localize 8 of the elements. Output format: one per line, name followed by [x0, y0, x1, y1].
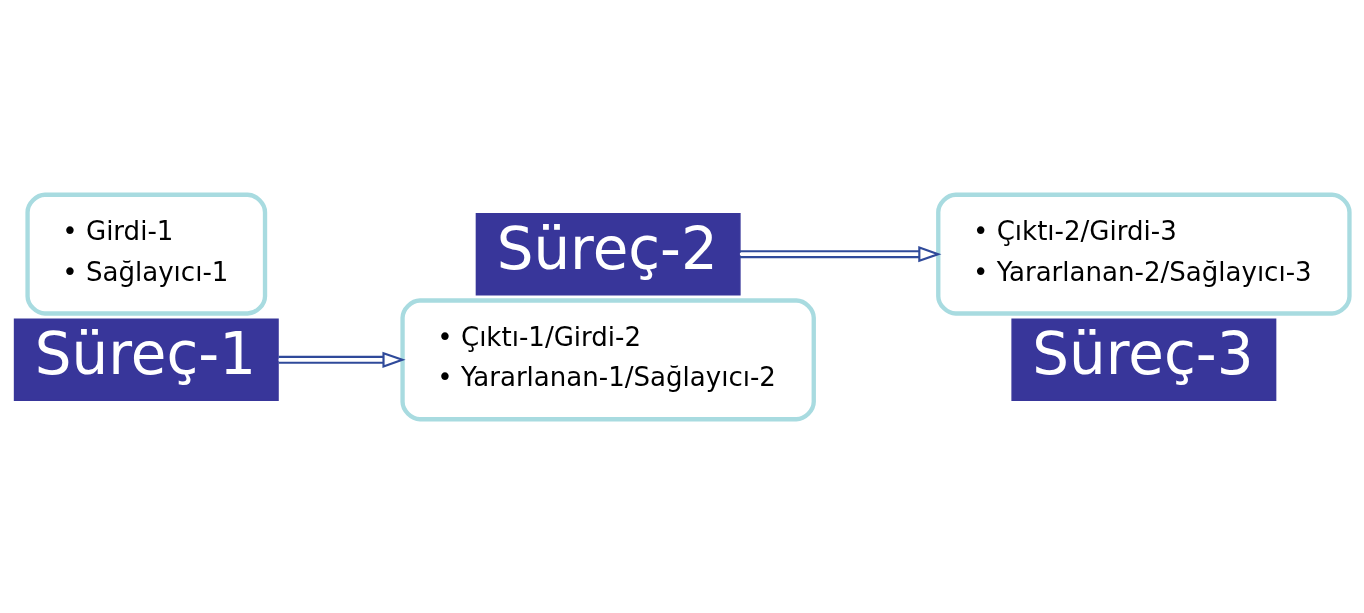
node-box: • Çıktı-1/Girdi-2 • Yararlanan-1/Sağlayıcı-2: [400, 297, 816, 421]
arrow: [739, 245, 942, 262]
arrow: [278, 351, 406, 368]
node-box: • Çıktı-2/Girdi-3 • Yararlanan-2/Sağlayıcı-3: [936, 192, 1352, 316]
node-box: Süreç-1: [13, 318, 279, 401]
node-box: Süreç-3: [1011, 318, 1277, 401]
node-box: • Girdi-1 • Sağlayıcı-1: [25, 192, 268, 316]
node-box: Süreç-2: [475, 212, 741, 295]
